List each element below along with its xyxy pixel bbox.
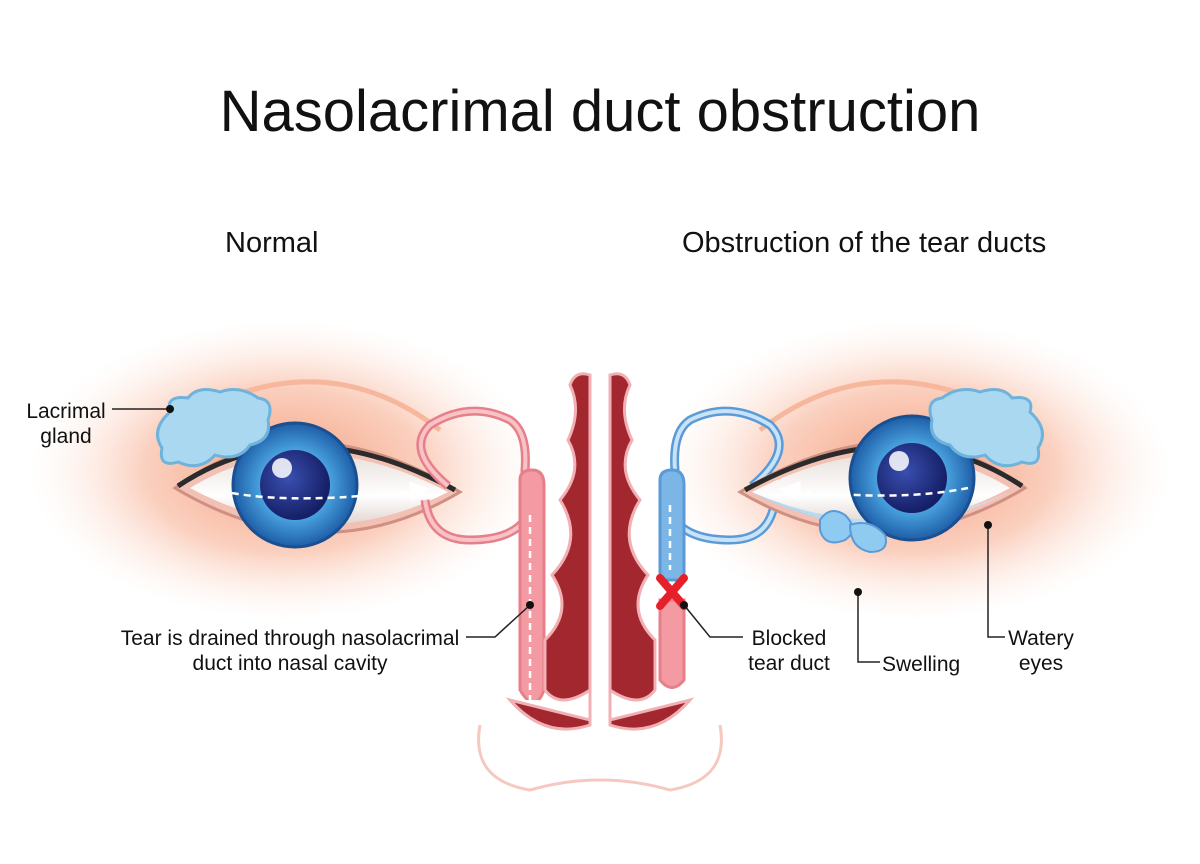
nasal-cavity (477, 372, 723, 792)
leader-lines (112, 408, 1005, 663)
label-swelling: Swelling (882, 653, 961, 676)
normal-eye (172, 421, 463, 549)
tear-drop-2 (848, 522, 887, 554)
diagram-title: Nasolacrimal duct obstruction (219, 79, 981, 144)
label-blocked-tear-duct: Blocked tear duct (748, 627, 830, 675)
tear-flow-arrow-left (231, 481, 430, 502)
heading-obstruction: Obstruction of the tear ducts (682, 227, 1047, 259)
label-lacrimal-gland: Lacrimal gland (26, 400, 106, 448)
normal-pupil (260, 450, 330, 520)
normal-tear-duct (416, 406, 546, 720)
lacrimal-gland-left (156, 388, 272, 468)
leader-dots (166, 405, 992, 609)
blocked-tear-duct (656, 406, 784, 689)
tear-flow-arrow-right (780, 481, 969, 502)
nose-outline (477, 724, 723, 792)
watery-eye (737, 414, 1028, 554)
lacrimal-gland-right (928, 388, 1044, 468)
label-watery-eyes: Watery eyes (1008, 627, 1074, 675)
heading-normal: Normal (225, 227, 319, 259)
watery-pupil (877, 443, 947, 513)
label-tear-drained: Tear is drained through nasolacrimal duc… (120, 627, 460, 675)
blockage-x-mark (656, 574, 688, 610)
